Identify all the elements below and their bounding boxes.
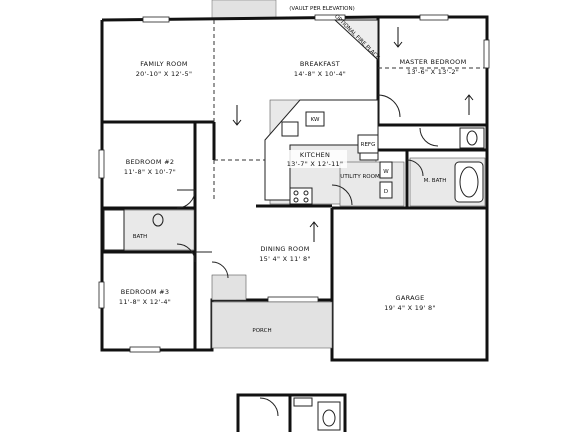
refrigerator	[357, 134, 379, 154]
svg-text:M. BATH: M. BATH	[424, 178, 447, 184]
lower-plan-fragment	[236, 393, 347, 432]
stove	[289, 187, 313, 205]
master-closet-wc	[459, 127, 485, 149]
room-labels: FAMILY ROOM 20'-10" X 12'-5" BREAKFAST 1…	[119, 58, 467, 312]
dryer	[379, 181, 393, 199]
family-room-dims: 20'-10" X 12'-5"	[136, 70, 193, 78]
porch-hatch	[211, 301, 333, 349]
svg-text:UTILITY ROOM: UTILITY ROOM	[340, 174, 380, 180]
svg-text:PORCH: PORCH	[252, 328, 271, 334]
garage-name: GARAGE	[395, 294, 424, 302]
windows	[98, 14, 490, 353]
family-room-name: FAMILY ROOM	[140, 60, 188, 68]
bedroom2-dims: 11'-8" X 10'-7"	[124, 168, 176, 176]
svg-text:D: D	[384, 189, 388, 195]
svg-text:REFG: REFG	[361, 142, 376, 148]
kitchen-dims: 13'-7" X 12'-11"	[287, 160, 344, 168]
master-bedroom-name: MASTER BEDROOM	[400, 58, 467, 66]
door-swings	[176, 94, 439, 279]
sink	[281, 121, 299, 137]
svg-text:W: W	[383, 169, 389, 175]
bedroom3-name: BEDROOM #3	[121, 288, 170, 296]
stair-hatch	[211, 274, 247, 301]
master-bedroom-dims: 13'-6" X 13'-2"	[407, 68, 459, 76]
washer	[379, 161, 393, 179]
bedroom3-dims: 11'-8" X 12'-4"	[119, 298, 171, 306]
breakfast-name: BREAKFAST	[300, 60, 340, 68]
chimney-hatch	[211, 0, 277, 19]
bedroom2-name: BEDROOM #2	[126, 158, 175, 166]
dining-room-dims: 15' 4" X 11' 8"	[259, 255, 311, 263]
svg-text:BATH: BATH	[133, 234, 148, 240]
breakfast-dims: 14'-8" X 10'-4"	[294, 70, 346, 78]
master-tub	[454, 161, 484, 203]
svg-text:KW: KW	[311, 117, 320, 123]
vault-note: (VAULT PER ELEVATION)	[289, 6, 354, 12]
hall-tub	[103, 209, 125, 251]
wall-oven	[305, 111, 325, 127]
garage-dims: 19' 4" X 19' 8"	[384, 304, 436, 312]
utility-tile	[339, 161, 405, 207]
fireplace: OPTIONAL FIRE PLACE	[333, 14, 381, 62]
dining-room-name: DINING ROOM	[260, 245, 309, 253]
flow-arrows	[232, 27, 474, 242]
kitchen-name: KITCHEN	[300, 151, 330, 159]
